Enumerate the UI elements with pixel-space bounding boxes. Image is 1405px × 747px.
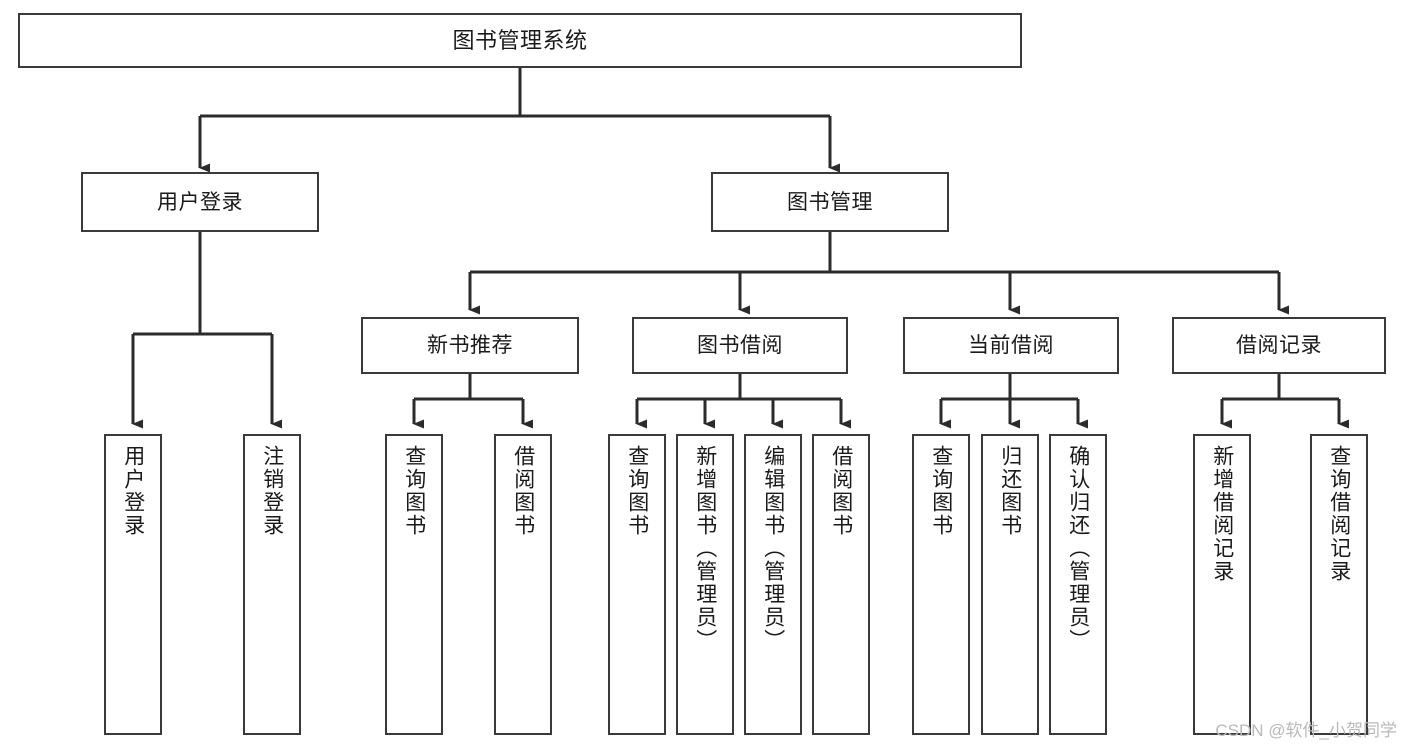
leaf-logout-login[interactable]: 注销登录	[243, 434, 301, 735]
node-label: 查询图书	[929, 445, 953, 537]
leaf-query-borrow-record[interactable]: 查询借阅记录	[1310, 434, 1368, 735]
node-book-borrow[interactable]: 图书借阅	[632, 317, 848, 374]
node-label: 图书管理系统	[452, 27, 588, 53]
leaf-edit-book[interactable]: 编辑图书（管理员）	[744, 434, 802, 735]
node-label: 借阅图书	[511, 445, 535, 537]
node-label: 借阅记录	[1236, 334, 1322, 357]
node-label: 用户登录	[157, 190, 243, 214]
leaf-query-book-2[interactable]: 查询图书	[608, 434, 666, 735]
node-label: 当前借阅	[968, 334, 1054, 357]
leaf-confirm-return[interactable]: 确认归还（管理员）	[1049, 434, 1107, 735]
node-label: 查询借阅记录	[1327, 445, 1351, 583]
node-label: 图书借阅	[697, 334, 783, 357]
node-new-book-recommend[interactable]: 新书推荐	[361, 317, 579, 374]
node-user-login[interactable]: 用户登录	[81, 172, 319, 232]
node-label: 查询图书	[625, 445, 649, 537]
leaf-query-book-1[interactable]: 查询图书	[385, 434, 443, 735]
leaf-add-borrow-record[interactable]: 新增借阅记录	[1193, 434, 1251, 735]
leaf-borrow-book-1[interactable]: 借阅图书	[494, 434, 552, 735]
leaf-return-book[interactable]: 归还图书	[981, 434, 1039, 735]
node-label: 新增借阅记录	[1210, 445, 1234, 583]
node-label: 用户登录	[121, 445, 145, 537]
node-label: 查询图书	[402, 445, 426, 537]
node-label: 归还图书	[998, 445, 1022, 537]
node-label: 新增图书（管理员）	[693, 445, 717, 652]
node-label: 编辑图书（管理员）	[761, 445, 785, 652]
leaf-user-login[interactable]: 用户登录	[104, 434, 162, 735]
node-label: 新书推荐	[427, 334, 513, 357]
node-book-management[interactable]: 图书管理	[711, 172, 949, 232]
csdn-watermark: CSDN @软件_小贺同学	[1215, 721, 1397, 740]
node-label: 确认归还（管理员）	[1066, 445, 1090, 652]
node-label: 图书管理	[787, 190, 873, 214]
leaf-borrow-book-2[interactable]: 借阅图书	[812, 434, 870, 735]
node-current-borrow[interactable]: 当前借阅	[903, 317, 1119, 374]
leaf-add-book[interactable]: 新增图书（管理员）	[676, 434, 734, 735]
node-label: 注销登录	[260, 445, 284, 537]
node-label: 借阅图书	[829, 445, 853, 537]
node-borrow-record[interactable]: 借阅记录	[1172, 317, 1386, 374]
node-root-book-management-system[interactable]: 图书管理系统	[18, 13, 1022, 68]
leaf-query-book-3[interactable]: 查询图书	[912, 434, 970, 735]
